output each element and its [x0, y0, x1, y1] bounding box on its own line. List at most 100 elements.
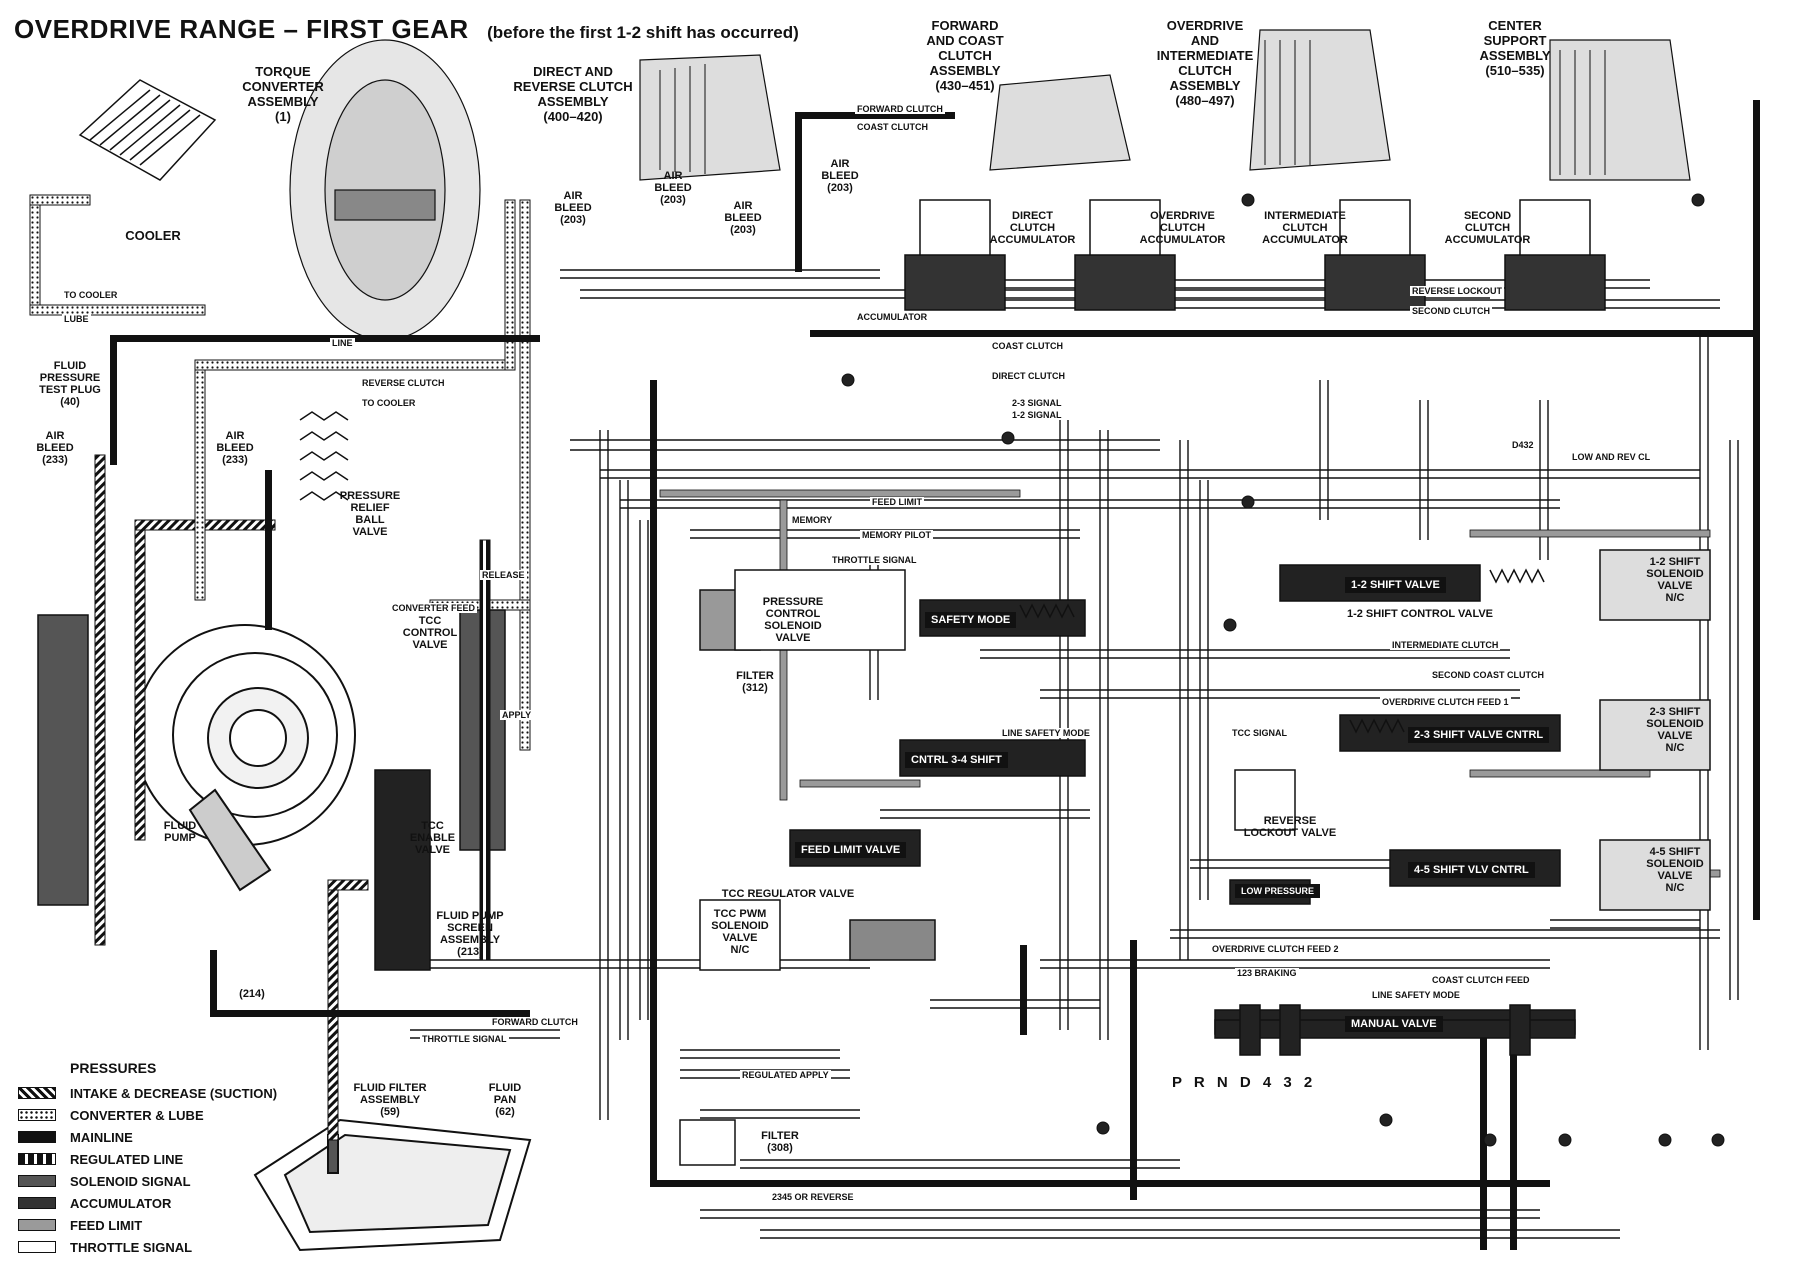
diagram-header: OVERDRIVE RANGE – FIRST GEAR (before the…	[14, 14, 799, 45]
fluid-line-label: TCC SIGNAL	[1230, 728, 1289, 738]
legend-item: THROTTLE SIGNAL	[18, 1236, 277, 1258]
fluid-line-label: REVERSE CLUTCH	[360, 378, 447, 388]
converter-swatch	[18, 1109, 56, 1121]
fluid-line-label: OVERDRIVE CLUTCH FEED 1	[1380, 697, 1511, 707]
fluid-line-label: SECOND COAST CLUTCH	[1430, 670, 1546, 680]
solenoid-swatch	[18, 1175, 56, 1187]
tcc-enable-valve-label: TCC ENABLE VALVE	[409, 820, 456, 856]
fluid-line-label: D432	[1510, 440, 1536, 450]
fluid-line-label: CONVERTER FEED	[390, 603, 478, 613]
shift-23-solenoid-label: 2-3 SHIFT SOLENOID VALVE N/C	[1646, 706, 1704, 754]
legend-item: REGULATED LINE	[18, 1148, 277, 1170]
signal-lines	[410, 269, 1739, 1239]
feed-limit-valve: FEED LIMIT VALVE	[795, 842, 907, 858]
pressure-relief-label: PRESSURE RELIEF BALL VALVE	[339, 490, 401, 538]
gear-selector: P R N D 4 3 2	[1172, 1074, 1313, 1091]
regulated-swatch	[18, 1153, 56, 1165]
fluid-line-label: SECOND CLUTCH	[1410, 306, 1492, 316]
fluid-line-label: REGULATED APPLY	[740, 1070, 831, 1080]
legend-item: CONVERTER & LUBE	[18, 1104, 277, 1126]
shift-12-valve: 1-2 SHIFT VALVE	[1345, 577, 1446, 593]
air-bleed-233-left-label: AIR BLEED (233)	[36, 430, 74, 466]
fluid-line-label: APPLY	[500, 710, 534, 720]
fluid-line-label: TO COOLER	[360, 398, 418, 408]
fluid-pump-screen-label: FLUID PUMP SCREEN ASSEMBLY (213)	[436, 910, 504, 958]
fluid-line-label: MEMORY	[790, 515, 835, 525]
fluid-line-label: FORWARD CLUTCH	[490, 1017, 580, 1027]
shift-45-valve: 4-5 SHIFT VLV CNTRL	[1408, 862, 1535, 878]
fluid-line-label: DIRECT CLUTCH	[990, 371, 1067, 381]
legend-item: INTAKE & DECREASE (SUCTION)	[18, 1082, 277, 1104]
fluid-line-label: THROTTLE SIGNAL	[420, 1034, 509, 1044]
fluid-pan-drawing	[253, 1118, 532, 1252]
manual-valve: MANUAL VALVE	[1345, 1016, 1443, 1032]
feed-limit-swatch	[18, 1219, 56, 1231]
throttle-swatch	[18, 1241, 56, 1253]
cooler-label: COOLER	[125, 228, 181, 243]
air-bleed-233-mid-label: AIR BLEED (233)	[216, 430, 254, 466]
diagram-subtitle: (before the first 1-2 shift has occurred…	[487, 23, 799, 42]
diagram-title: OVERDRIVE RANGE – FIRST GEAR	[14, 14, 469, 44]
fluid-line-label: REVERSE LOCKOUT	[1410, 286, 1505, 296]
fluid-filter-assembly-label: FLUID FILTER ASSEMBLY (59)	[353, 1082, 427, 1118]
clutch-assembly-drawings	[289, 29, 1691, 341]
legend-item: SOLENOID SIGNAL	[18, 1170, 277, 1192]
fluid-line-label: INTERMEDIATE CLUTCH	[1390, 640, 1501, 650]
check-balls	[841, 193, 1725, 1147]
valve-springs	[299, 411, 1545, 734]
accumulators	[904, 199, 1606, 311]
overdrive-intermediate-clutch-label: OVERDRIVE AND INTERMEDIATE CLUTCH ASSEMB…	[1156, 18, 1254, 108]
intermediate-accumulator-label: INTERMEDIATE CLUTCH ACCUMULATOR	[1262, 210, 1348, 246]
fluid-pan-label: FLUID PAN (62)	[488, 1082, 522, 1118]
torque-converter-label: TORQUE CONVERTER ASSEMBLY (1)	[242, 64, 324, 124]
fluid-line-label: LINE SAFETY MODE	[1370, 990, 1462, 1000]
filter-312-label: FILTER (312)	[736, 670, 774, 694]
forward-coast-clutch-label: FORWARD AND COAST CLUTCH ASSEMBLY (430–4…	[926, 18, 1004, 93]
fluid-line-label: TO COOLER	[62, 290, 120, 300]
fluid-line-label: COAST CLUTCH	[990, 341, 1065, 351]
fluid-line-label: 123 BRAKING	[1235, 968, 1299, 978]
fluid-pressure-test-plug-label: FLUID PRESSURE TEST PLUG (40)	[39, 360, 101, 408]
center-support-label: CENTER SUPPORT ASSEMBLY (510–535)	[1479, 18, 1551, 78]
air-bleed-203-2-label: AIR BLEED (203)	[654, 170, 692, 206]
fluid-line-label: THROTTLE SIGNAL	[830, 555, 919, 565]
pressure-legend: PRESSURES INTAKE & DECREASE (SUCTION) CO…	[18, 1060, 277, 1258]
legend-item: FEED LIMIT	[18, 1214, 277, 1236]
legend-item: MAINLINE	[18, 1126, 277, 1148]
converter-lube-lines	[29, 194, 531, 751]
cooler-drawing	[78, 79, 217, 181]
fluid-line-label: LUBE	[62, 314, 91, 324]
direct-reverse-clutch-label: DIRECT AND REVERSE CLUTCH ASSEMBLY (400–…	[513, 64, 633, 124]
shift-12-control-valve: 1-2 SHIFT CONTROL VALVE	[1346, 608, 1494, 620]
low-pressure-tag: LOW PRESSURE	[1235, 884, 1321, 898]
reverse-lockout-valve-label: REVERSE LOCKOUT VALVE	[1243, 815, 1337, 839]
pressure-control-solenoid-label: PRESSURE CONTROL SOLENOID VALVE	[762, 596, 824, 644]
fluid-line-label: RELEASE	[480, 570, 527, 580]
fluid-line-label: COAST CLUTCH FEED	[1430, 975, 1532, 985]
legend-title: PRESSURES	[70, 1060, 157, 1076]
air-bleed-203-1-label: AIR BLEED (203)	[554, 190, 592, 226]
overdrive-accumulator-label: OVERDRIVE CLUTCH ACCUMULATOR	[1139, 210, 1226, 246]
tcc-regulator-valve-label: TCC REGULATOR VALVE	[721, 888, 855, 900]
fluid-line-label: COAST CLUTCH	[855, 122, 930, 132]
fluid-line-label: MEMORY PILOT	[860, 530, 934, 540]
accumulator-swatch	[18, 1197, 56, 1209]
fluid-line-label: LINE SAFETY MODE	[1000, 728, 1092, 738]
air-bleed-203-3-label: AIR BLEED (203)	[724, 200, 762, 236]
fluid-line-label: OVERDRIVE CLUTCH FEED 2	[1210, 944, 1341, 954]
fluid-line-label: 1-2 SIGNAL	[1010, 410, 1064, 420]
mainline-swatch	[18, 1131, 56, 1143]
shift-12-solenoid-label: 1-2 SHIFT SOLENOID VALVE N/C	[1646, 556, 1704, 604]
filter-308-label: FILTER (308)	[761, 1130, 799, 1154]
shift-23-valve: 2-3 SHIFT VALVE CNTRL	[1408, 727, 1550, 743]
direct-accumulator-label: DIRECT CLUTCH ACCUMULATOR	[989, 210, 1076, 246]
fluid-pump-label: FLUID PUMP	[163, 820, 197, 844]
mainline-lines	[110, 100, 1760, 1250]
shift-45-solenoid-label: 4-5 SHIFT SOLENOID VALVE N/C	[1646, 846, 1704, 894]
fluid-line-label: LINE	[330, 338, 355, 348]
fluid-line-label: FORWARD CLUTCH	[855, 104, 945, 114]
fluid-line-label: 2-3 SIGNAL	[1010, 398, 1064, 408]
safety-mode-valve: SAFETY MODE	[925, 612, 1017, 628]
